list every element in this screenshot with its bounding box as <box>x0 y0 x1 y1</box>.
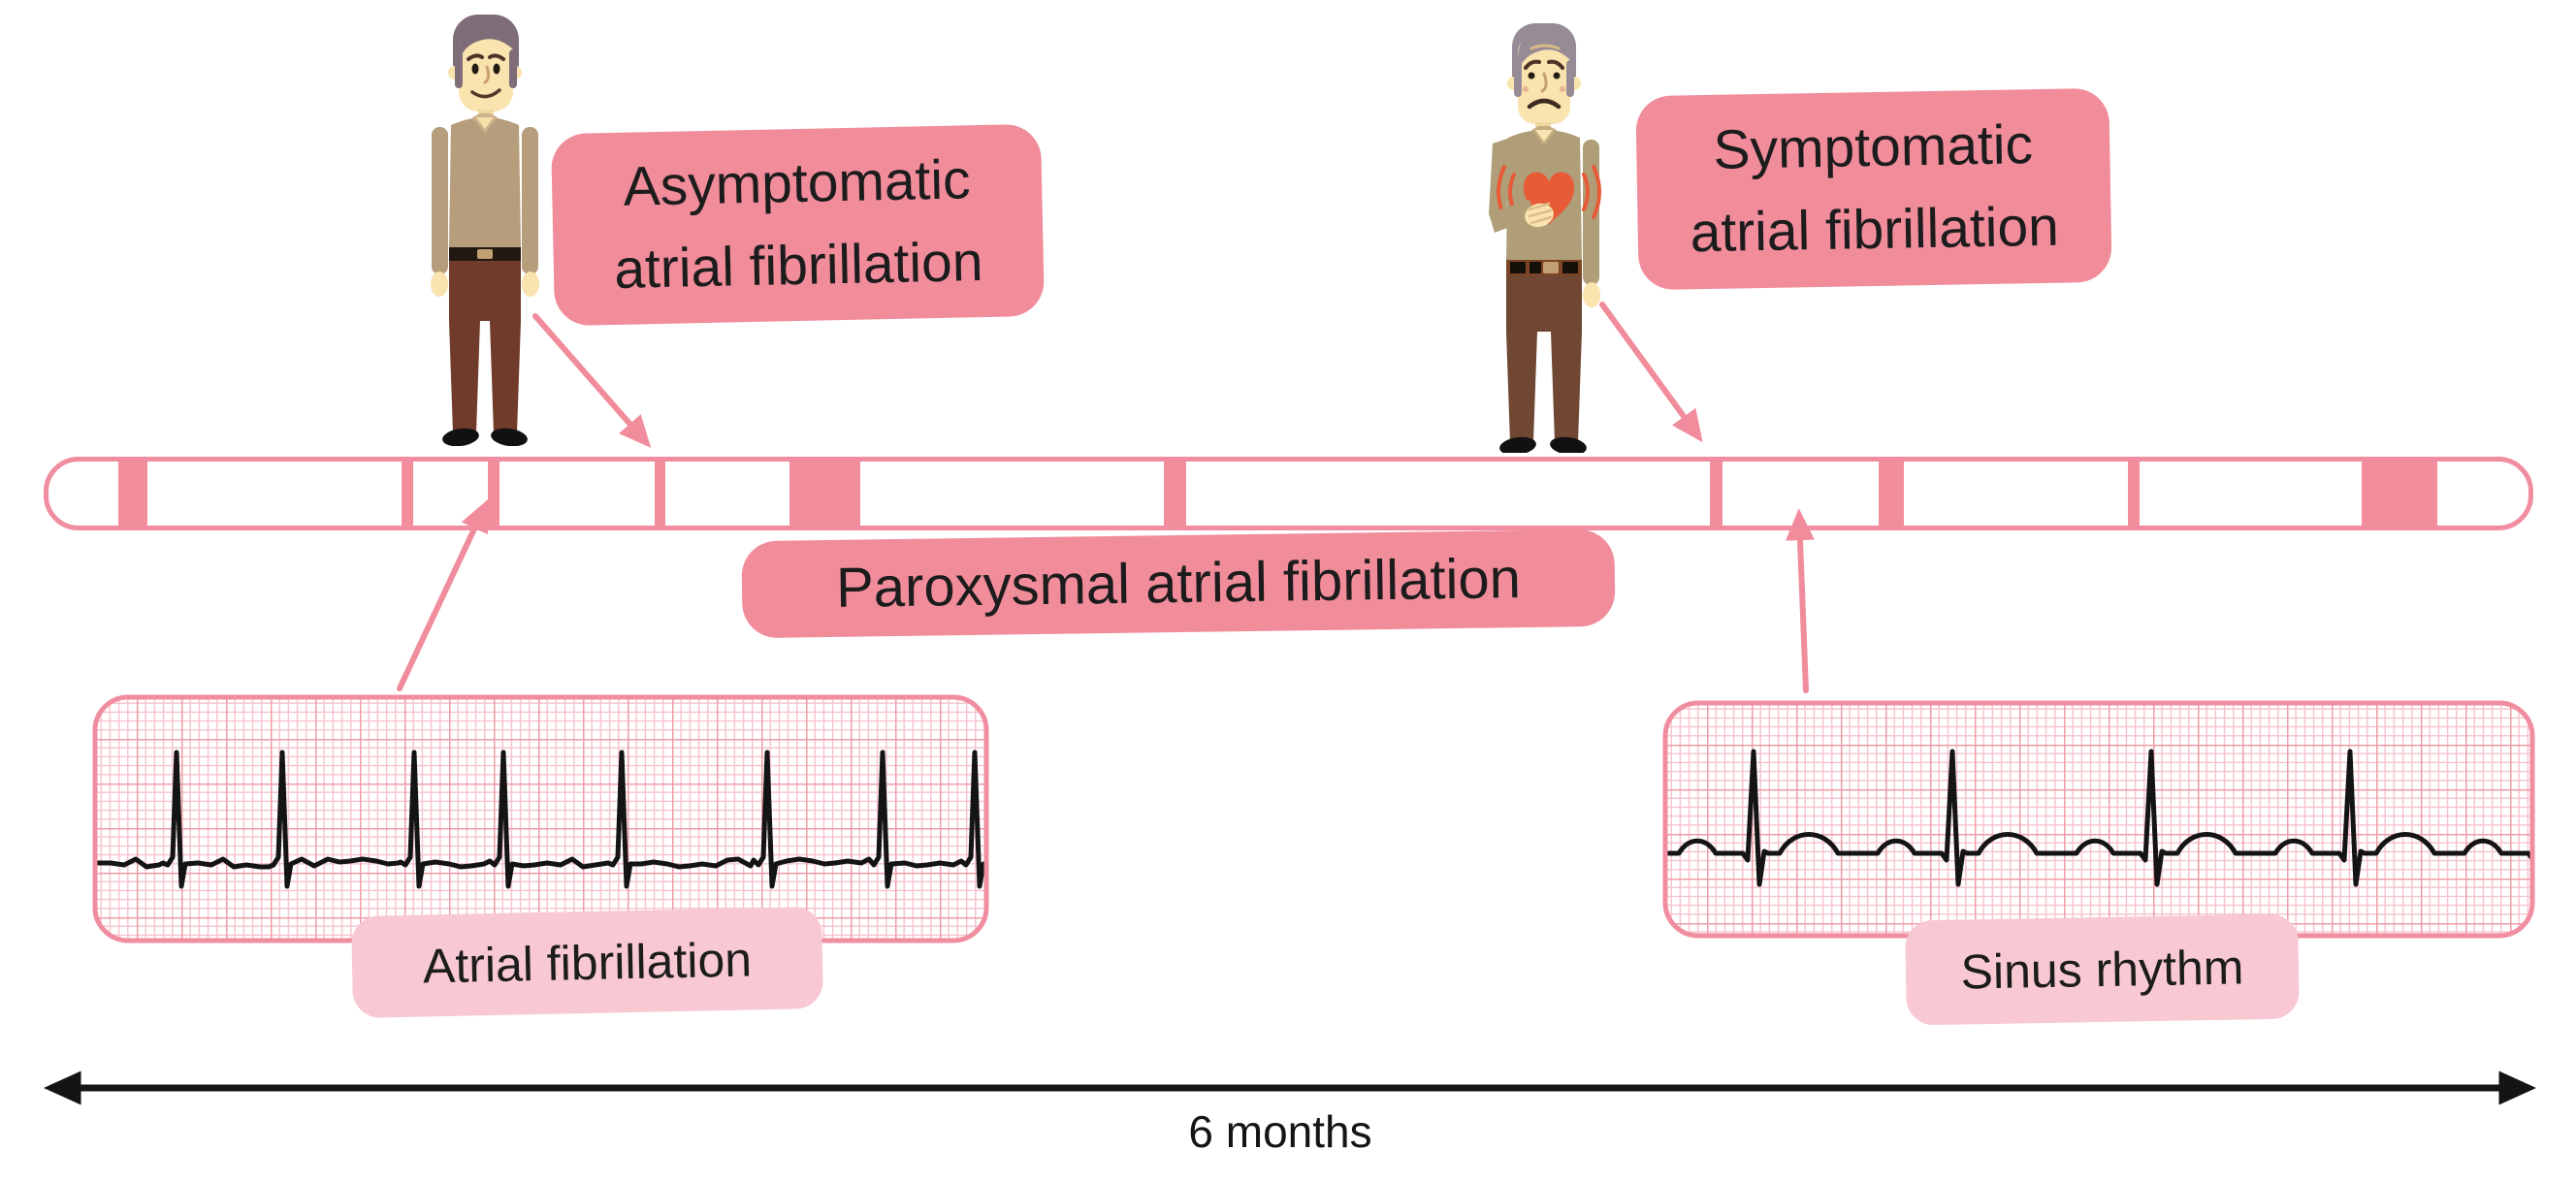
af-episode-segment <box>1710 462 1723 526</box>
man-symptomatic-icon <box>1489 23 1601 453</box>
label-atrial-fibrillation-text: Atrial fibrillation <box>422 931 753 994</box>
af-episode-segment <box>789 462 860 526</box>
man-asymptomatic-icon <box>431 15 539 446</box>
label-paroxysmal-text: Paroxysmal atrial fibrillation <box>835 547 1522 620</box>
af-episode-segment <box>1164 462 1186 526</box>
label-asymptomatic-line2: atrial fibrillation <box>613 231 984 301</box>
duration-label: 6 months <box>1188 1106 1372 1157</box>
label-asymptomatic-line1: Asymptomatic <box>622 147 972 218</box>
label-symptomatic-af: Symptomatic atrial fibrillation <box>1635 87 2112 291</box>
label-asymptomatic-af: Asymptomatic atrial fibrillation <box>550 123 1046 327</box>
ecg-strip-sinus <box>1662 700 2535 939</box>
label-atrial-fibrillation: Atrial fibrillation <box>350 906 824 1019</box>
arrow-af-ecg-to-bar <box>397 498 489 691</box>
af-episode-segment <box>402 462 413 526</box>
af-waveform-trace <box>95 750 986 889</box>
timeline-bar <box>44 457 2533 530</box>
af-episode-segment <box>2128 462 2140 526</box>
af-episode-segment <box>1879 462 1904 526</box>
af-episode-segment <box>488 462 499 526</box>
label-sinus-rhythm: Sinus rhythm <box>1905 913 2300 1026</box>
label-sinus-rhythm-text: Sinus rhythm <box>1960 940 2244 1000</box>
af-episode-segment <box>2362 462 2437 526</box>
arrow-sinus-ecg-to-bar <box>1785 508 1815 693</box>
af-episode-segment <box>655 462 665 526</box>
ecg-strip-af <box>92 694 989 943</box>
label-symptomatic-line2: atrial fibrillation <box>1690 195 2060 265</box>
duration-arrow-icon <box>44 1070 2536 1105</box>
label-paroxysmal-af: Paroxysmal atrial fibrillation <box>741 528 1616 639</box>
label-symptomatic-line1: Symptomatic <box>1712 112 2034 181</box>
sinus-waveform-trace <box>1665 749 2532 887</box>
af-episode-segment <box>118 462 147 526</box>
